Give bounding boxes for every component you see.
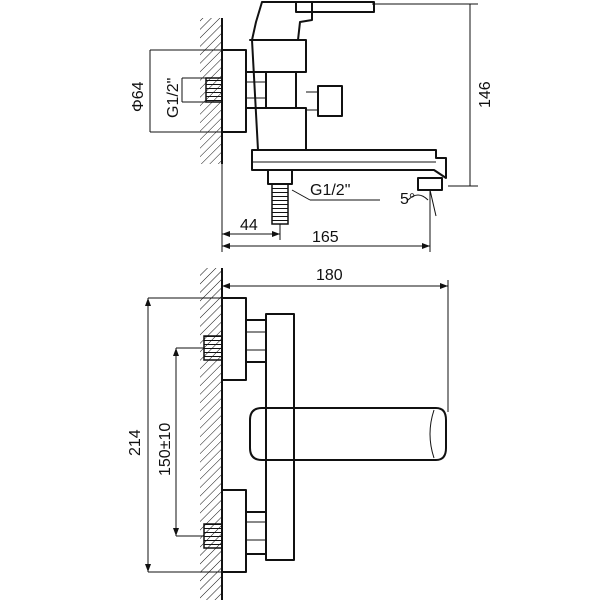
handle-side xyxy=(251,1,313,41)
right-knob xyxy=(317,85,343,117)
width-label: 180 xyxy=(316,267,343,284)
diameter-label: Φ64 xyxy=(130,81,147,112)
wall-thread-front-bottom xyxy=(203,523,223,549)
nut-front-top xyxy=(245,319,267,363)
flange-side xyxy=(221,49,247,133)
wall-thread-side xyxy=(205,77,223,103)
spout-front xyxy=(249,407,447,461)
overall-height-label: 214 xyxy=(127,429,144,456)
angle-label: 5° xyxy=(400,191,415,208)
side-view: 5° Φ64 G1/2" 146 G1/2" 44 165 xyxy=(130,1,494,252)
cartridge-block xyxy=(265,71,297,109)
spout-length-label: 165 xyxy=(312,229,339,246)
centre-distance-label: 150±10 xyxy=(157,423,174,476)
flange-front-top xyxy=(221,297,247,381)
flange-front-bottom xyxy=(221,489,247,573)
outlet-thread-label: G1/2" xyxy=(310,182,350,199)
wall-thread-label: G1/2" xyxy=(165,78,182,118)
wall-hatch-bottom xyxy=(200,268,222,600)
wall-thread-front-top xyxy=(203,335,223,361)
nut-front-bottom xyxy=(245,511,267,555)
hose-connector xyxy=(271,183,289,225)
spout-side xyxy=(251,149,447,179)
diverter-side xyxy=(267,169,293,185)
aerator xyxy=(417,177,443,191)
height-label: 146 xyxy=(477,81,494,108)
front-view: 180 214 150±10 xyxy=(127,267,449,600)
wall-offset-label: 44 xyxy=(240,217,258,234)
body-bar-front xyxy=(265,313,295,561)
body-side xyxy=(249,39,307,151)
handle-lever xyxy=(295,1,375,13)
